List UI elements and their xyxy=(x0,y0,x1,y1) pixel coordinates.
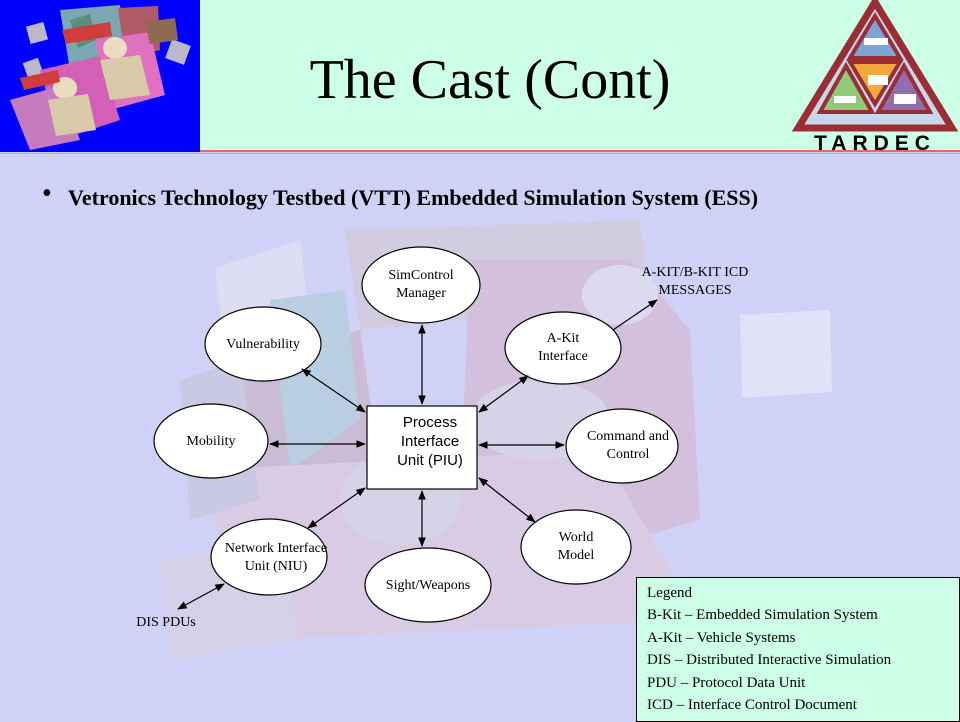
link-piu-niu xyxy=(307,487,366,529)
vulnerability-label: Vulnerability xyxy=(226,337,300,352)
link-piu-world xyxy=(478,477,536,523)
command-control-node xyxy=(565,408,679,484)
sim-control-label: SimControl Manager xyxy=(388,268,454,301)
legend-item: ICD – Interface Control Document xyxy=(647,697,857,714)
world-model-label: World Model xyxy=(557,530,595,563)
akit-messages-label: A-KIT/B-KIT ICD MESSAGES xyxy=(641,265,749,298)
bullet-subtitle: Vetronics Technology Testbed (VTT) Embed… xyxy=(68,185,759,210)
slide-title: The Cast (Cont) xyxy=(309,49,671,111)
tardec-logo-text: TARDEC xyxy=(814,132,936,152)
link-akit-messages xyxy=(612,299,658,331)
piu-node xyxy=(366,405,478,490)
legend-item: DIS – Distributed Interactive Simulation xyxy=(647,652,892,669)
sight-weapons-node xyxy=(364,547,492,623)
legend-item: A-Kit – Vehicle Systems xyxy=(647,629,796,646)
legend-item: PDU – Protocol Data Unit xyxy=(647,674,806,691)
akit-interface-node xyxy=(504,311,622,385)
dis-pdus-label: DIS PDUs xyxy=(136,615,196,630)
akit-interface-label: A-Kit Interface xyxy=(538,331,588,364)
sight-weapons-label: Sight/Weapons xyxy=(385,578,471,593)
sim-control-node xyxy=(361,246,481,324)
legend-box: Legend B-Kit – Embedded Simulation Syste… xyxy=(636,577,960,722)
vulnerability-node xyxy=(204,306,322,382)
world-model-node xyxy=(520,509,632,585)
crew-station-illustration xyxy=(0,0,200,152)
piu-label: Process Interface Unit (PIU) xyxy=(397,414,463,469)
niu-label: Network Interface Unit (NIU) xyxy=(224,541,328,574)
link-niu-dis xyxy=(177,583,225,610)
command-control-label: Command and Control xyxy=(586,429,670,462)
banner-divider xyxy=(0,150,960,152)
banner-divider-shadow xyxy=(0,153,960,154)
bullet-marker: • xyxy=(42,178,52,209)
niu-node xyxy=(210,518,328,596)
legend-item: B-Kit – Embedded Simulation System xyxy=(647,607,878,624)
link-piu-vulnerability xyxy=(301,368,366,413)
mobility-node xyxy=(153,403,269,479)
tardec-logo: TARDEC xyxy=(790,0,960,155)
link-piu-akit xyxy=(478,375,529,413)
legend-heading: Legend xyxy=(647,585,692,601)
mobility-label: Mobility xyxy=(186,434,236,449)
